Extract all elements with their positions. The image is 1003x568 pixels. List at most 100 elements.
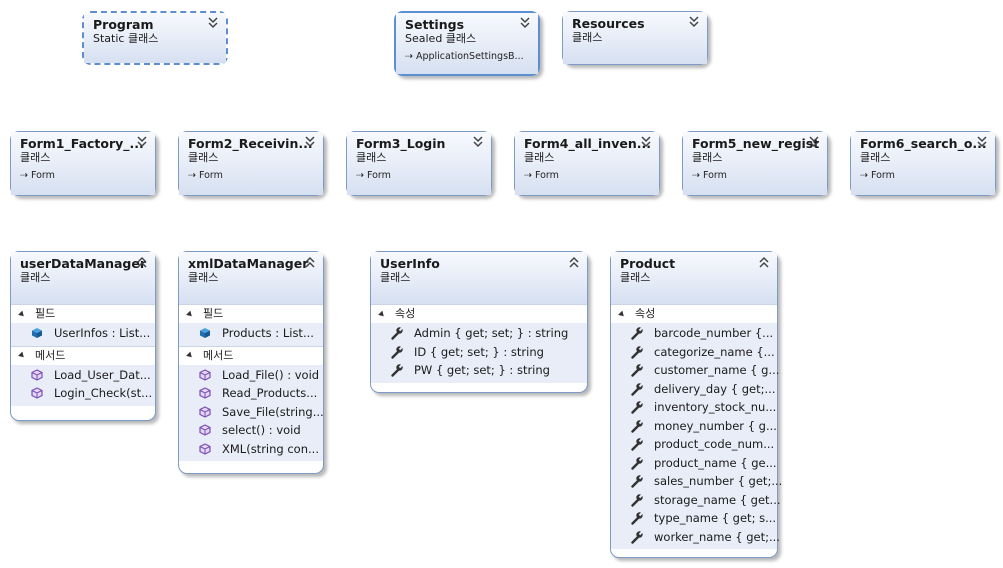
field-icon	[200, 328, 210, 339]
member-property[interactable]: Admin { get; set; } : string	[371, 324, 587, 343]
member-property[interactable]: type_name { get; s...	[611, 509, 777, 528]
member-property[interactable]: barcode_number {...	[611, 324, 777, 343]
member-text: money_number { g...	[654, 418, 777, 433]
property-wrench-icon	[631, 511, 644, 525]
class-resources[interactable]: Resources 클래스	[562, 11, 708, 65]
property-wrench-icon	[631, 363, 644, 377]
member-text: type_name { get; s...	[654, 511, 777, 526]
class-name: Settings	[405, 17, 465, 32]
member-method[interactable]: Login_Check(st...	[11, 384, 155, 403]
class-name: xmlDataManager	[188, 256, 309, 271]
class-header: UserInfo 클래스	[371, 252, 587, 304]
section-methods[interactable]: 메서드	[179, 345, 323, 365]
class-userinfo[interactable]: UserInfo 클래스 속성 Admin { get; set; } : st…	[370, 251, 588, 393]
base-class-name: Form	[870, 170, 895, 181]
class-kind: 클래스	[20, 271, 51, 284]
section-fields[interactable]: 필드	[179, 304, 323, 323]
class-header: Form5_new_regist 클래스 ⇢Form	[683, 132, 827, 195]
member-method[interactable]: select() : void	[179, 421, 323, 440]
chevron-double-down-icon[interactable]	[472, 135, 484, 149]
property-wrench-icon	[631, 326, 644, 340]
collapse-triangle-icon	[18, 310, 26, 318]
property-wrench-icon	[631, 400, 644, 414]
class-program[interactable]: Program Static 클래스	[82, 11, 228, 65]
member-method[interactable]: XML(string con...	[179, 440, 323, 459]
class-name: Form3_Login	[356, 136, 446, 151]
section-methods[interactable]: 메서드	[11, 345, 155, 365]
member-text: Products : List...	[222, 326, 314, 341]
method-icon	[31, 387, 43, 399]
member-list: Load_User_Dat... Login_Check(st...	[11, 364, 155, 406]
chevron-double-up-icon[interactable]	[304, 255, 316, 269]
class-kind: 클래스	[572, 31, 603, 44]
class-kind: 클래스	[692, 151, 723, 164]
member-property[interactable]: delivery_day { get;...	[611, 380, 777, 399]
member-property[interactable]: ID { get; set; } : string	[371, 343, 587, 362]
class-xmldatamanager[interactable]: xmlDataManager 클래스 필드 Products : List...…	[178, 251, 324, 474]
class-form3[interactable]: Form3_Login 클래스 ⇢Form	[346, 131, 492, 196]
member-property[interactable]: sales_number { get;...	[611, 472, 782, 491]
base-class: ⇢Form	[356, 169, 465, 183]
chevron-double-down-icon[interactable]	[136, 135, 148, 149]
base-class: ⇢Form	[20, 169, 129, 183]
base-class: ⇢Form	[860, 169, 969, 183]
class-name: Form5_new_regist	[692, 136, 820, 151]
chevron-double-down-icon[interactable]	[519, 16, 531, 30]
member-method[interactable]: Load_File() : void	[179, 366, 323, 385]
member-field[interactable]: Products : List...	[179, 324, 323, 343]
inheritance-arrow-icon: ⇢	[20, 170, 28, 181]
member-text: XML(string con...	[222, 441, 319, 456]
member-property[interactable]: categorize_name {...	[611, 343, 777, 362]
member-property[interactable]: PW { get; set; } : string	[371, 361, 587, 380]
member-method[interactable]: Save_File(string...	[179, 403, 324, 422]
member-property[interactable]: customer_name { g...	[611, 361, 779, 380]
class-settings[interactable]: Settings Sealed 클래스 ⇢ApplicationSettings…	[394, 11, 540, 76]
section-label: 속성	[395, 307, 416, 320]
member-method[interactable]: Read_Products...	[179, 384, 323, 403]
collapse-triangle-icon	[618, 310, 626, 318]
class-product[interactable]: Product 클래스 속성 barcode_number {...catego…	[610, 251, 782, 558]
class-userdatamanager[interactable]: userDataManager 클래스 필드 UserInfos : List.…	[10, 251, 156, 421]
base-class-name: ApplicationSettingsB...	[415, 51, 524, 62]
section-properties[interactable]: 속성	[371, 304, 587, 323]
member-list: barcode_number {...categorize_name {...c…	[611, 323, 782, 549]
section-properties[interactable]: 속성	[611, 304, 777, 323]
chevron-double-up-icon[interactable]	[758, 255, 770, 269]
member-field[interactable]: UserInfos : List...	[11, 324, 155, 343]
section-label: 속성	[635, 307, 656, 320]
member-property[interactable]: inventory_stock_nu...	[611, 398, 777, 417]
chevron-double-down-icon[interactable]	[688, 15, 700, 29]
member-property[interactable]: worker_name { get;...	[611, 528, 780, 547]
chevron-double-down-icon[interactable]	[207, 16, 219, 30]
class-header: Form6_search_o... 클래스 ⇢Form	[851, 132, 995, 195]
base-class-name: Form	[198, 170, 223, 181]
member-method[interactable]: Load_User_Dat...	[11, 366, 155, 385]
class-name: UserInfo	[380, 256, 440, 271]
class-form4[interactable]: Form4_all_inven... 클래스 ⇢Form	[514, 131, 660, 196]
member-property[interactable]: product_code_num...	[611, 435, 777, 454]
class-name: Form6_search_o...	[860, 136, 987, 151]
member-property[interactable]: money_number { g...	[611, 417, 777, 436]
class-form6[interactable]: Form6_search_o... 클래스 ⇢Form	[850, 131, 996, 196]
chevron-double-down-icon[interactable]	[640, 135, 652, 149]
member-text: UserInfos : List...	[54, 326, 151, 341]
chevron-double-down-icon[interactable]	[304, 135, 316, 149]
class-form5[interactable]: Form5_new_regist 클래스 ⇢Form	[682, 131, 828, 196]
member-text: Login_Check(st...	[54, 386, 153, 401]
chevron-double-down-icon[interactable]	[808, 135, 820, 149]
member-list: Products : List...	[179, 323, 323, 346]
member-text: product_code_num...	[654, 437, 775, 452]
class-header: xmlDataManager 클래스	[179, 252, 323, 304]
chevron-double-up-icon[interactable]	[136, 255, 148, 269]
class-form1[interactable]: Form1_Factory_... 클래스 ⇢Form	[10, 131, 156, 196]
section-fields[interactable]: 필드	[11, 304, 155, 323]
class-header: Form3_Login 클래스 ⇢Form	[347, 132, 491, 195]
member-text: Save_File(string...	[222, 404, 324, 419]
chevron-double-up-icon[interactable]	[568, 255, 580, 269]
class-form2[interactable]: Form2_Receivin... 클래스 ⇢Form	[178, 131, 324, 196]
member-property[interactable]: product_name { ge...	[611, 454, 777, 473]
property-wrench-icon	[631, 474, 644, 488]
class-name: Form2_Receivin...	[188, 136, 313, 151]
member-property[interactable]: storage_name { get...	[611, 491, 781, 510]
chevron-double-down-icon[interactable]	[976, 135, 988, 149]
